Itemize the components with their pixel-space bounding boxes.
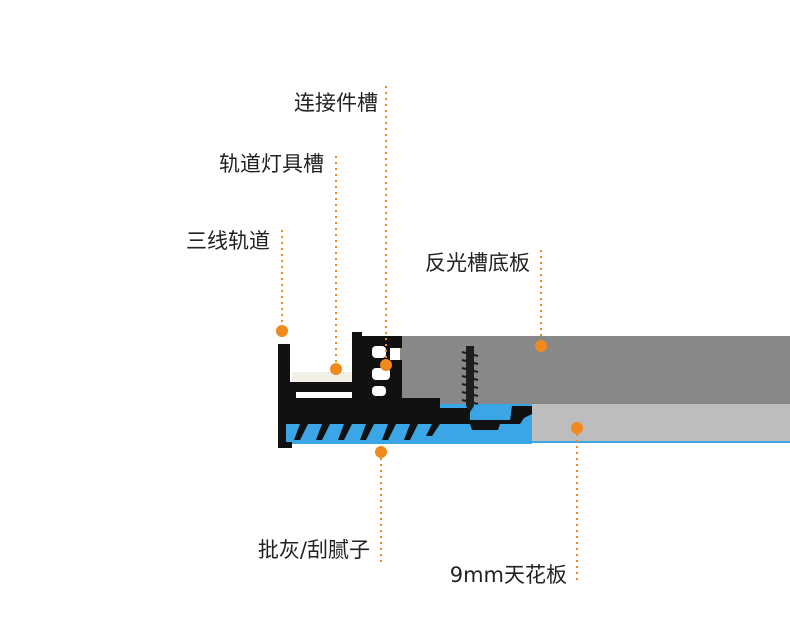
marker-ceiling-board (571, 422, 583, 434)
reflective-slot-base-plate (400, 336, 790, 404)
label-connector-slot: 连接件槽 (294, 91, 378, 115)
marker-reflective-slot-base (535, 340, 547, 352)
label-track-light-slot: 轨道灯具槽 (219, 152, 324, 176)
marker-three-wire-track (276, 325, 288, 337)
label-three-wire-track: 三线轨道 (186, 229, 270, 253)
label-ceiling-board: 9mm天花板 (450, 563, 567, 587)
label-reflective-slot-base: 反光槽底板 (425, 251, 530, 275)
marker-connector-slot (380, 359, 392, 371)
label-putty: 批灰/刮腻子 (258, 538, 370, 562)
screw-icon (461, 346, 479, 412)
marker-track-light-slot (330, 363, 342, 375)
aluminium-profile (278, 332, 532, 448)
marker-putty (375, 446, 387, 458)
ceiling-board (532, 404, 790, 442)
